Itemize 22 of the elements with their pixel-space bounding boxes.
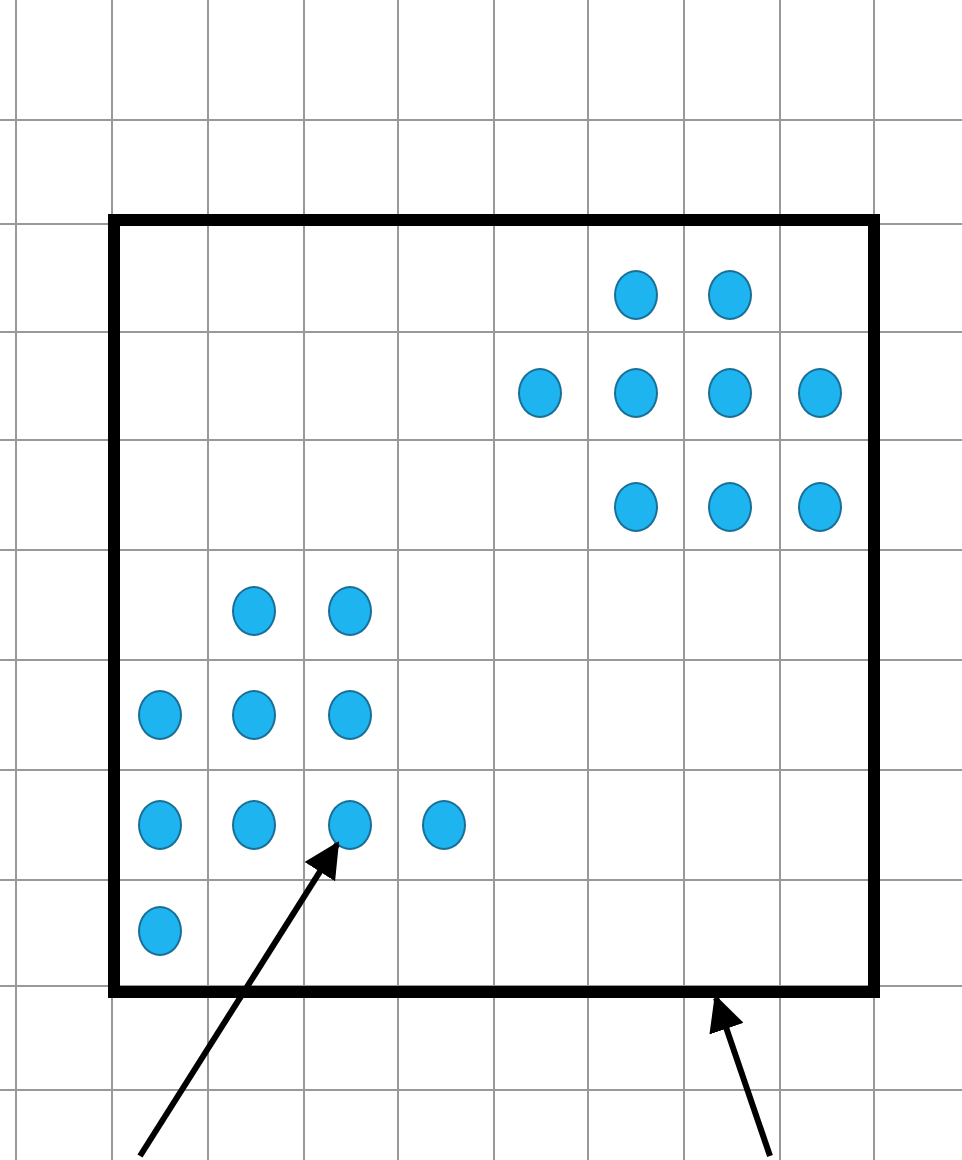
dot [232,689,276,739]
dot [708,481,752,531]
dot [708,367,752,417]
dot [614,481,658,531]
dot [138,799,182,849]
dot [232,799,276,849]
dot [518,367,562,417]
dot [708,269,752,319]
dot [232,585,276,635]
dot [614,367,658,417]
dot [328,689,372,739]
dot [328,799,372,849]
dot [798,367,842,417]
arrow [137,841,340,1158]
dot [422,799,466,849]
dot [614,269,658,319]
arrow [709,994,773,1157]
frame-box [108,214,880,998]
dot [328,585,372,635]
dot [138,905,182,955]
dot [798,481,842,531]
dot [138,689,182,739]
